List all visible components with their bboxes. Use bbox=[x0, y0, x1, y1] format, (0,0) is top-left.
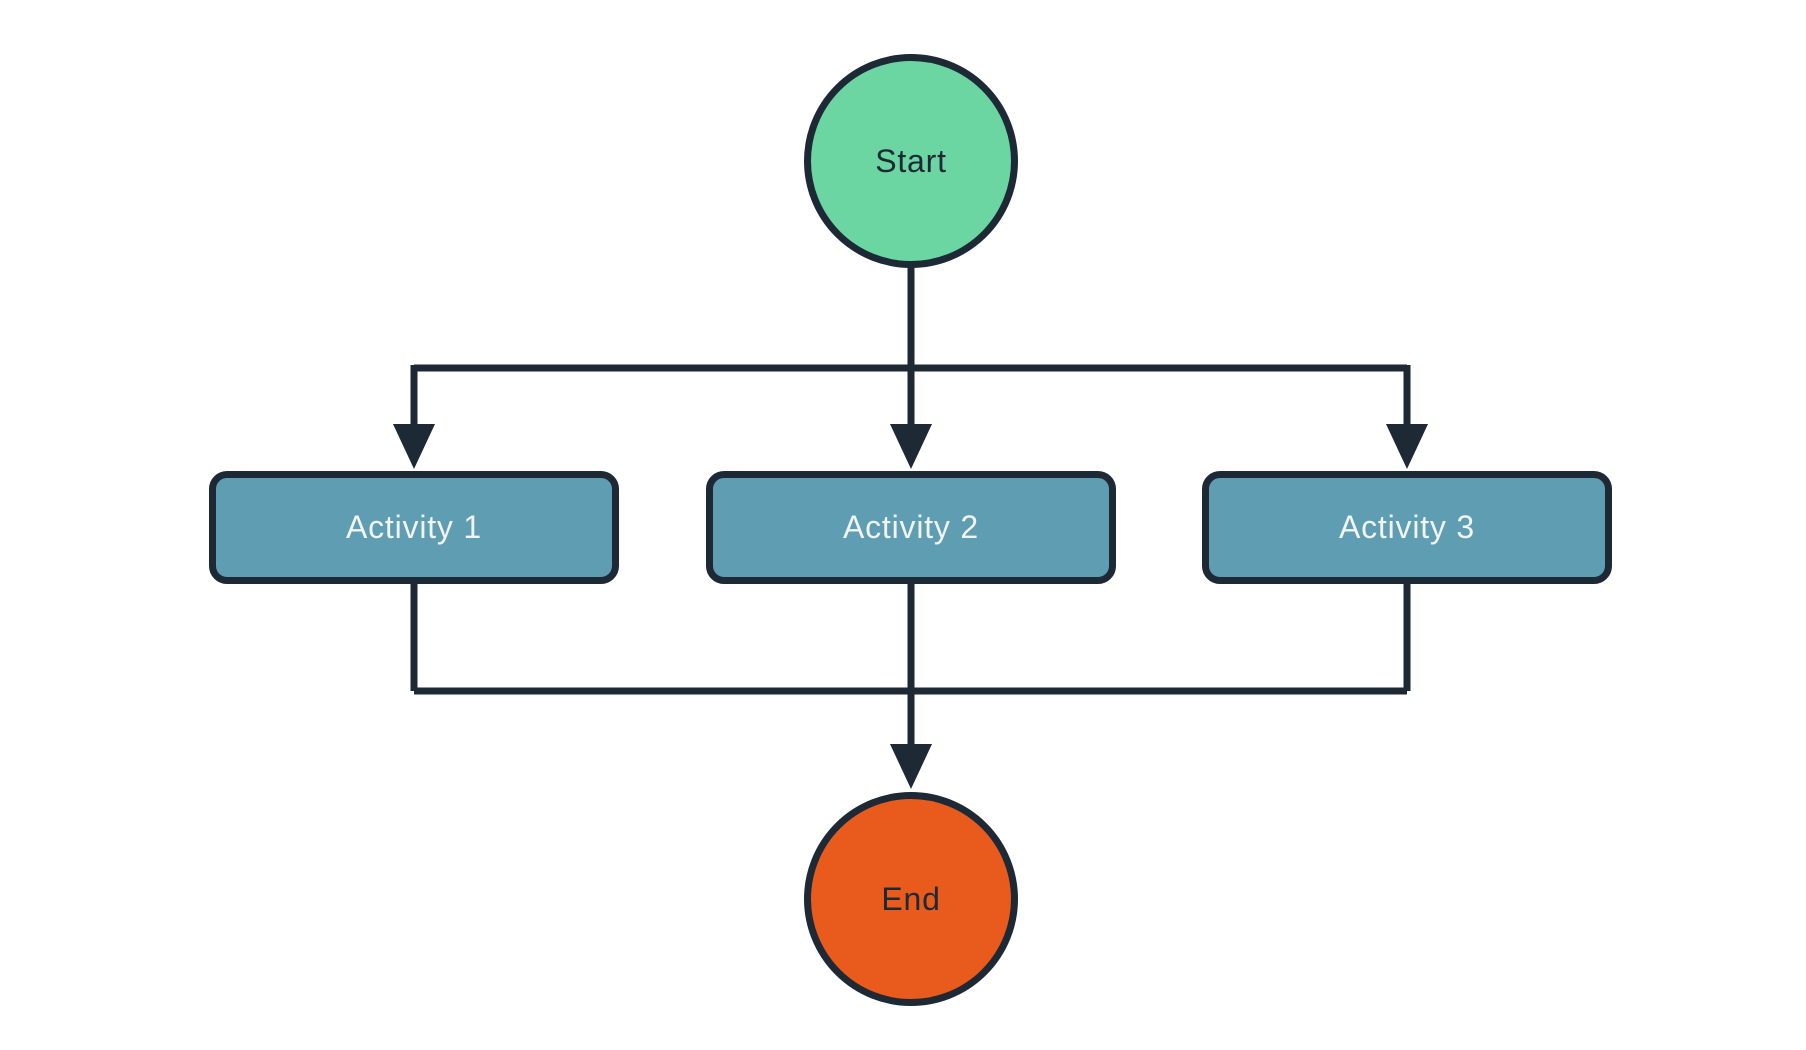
end-node-label: End bbox=[881, 880, 941, 917]
activity-2-node[interactable]: Activity 2 bbox=[706, 471, 1116, 584]
arrowhead-activity-2 bbox=[890, 424, 932, 469]
activity-3-node[interactable]: Activity 3 bbox=[1202, 471, 1612, 584]
end-node[interactable]: End bbox=[804, 792, 1018, 1006]
activity-1-node[interactable]: Activity 1 bbox=[209, 471, 619, 584]
activity-3-label: Activity 3 bbox=[1338, 509, 1476, 545]
arrowhead-activity-1 bbox=[393, 424, 435, 469]
activity-1-label: Activity 1 bbox=[345, 509, 483, 545]
arrowhead-end bbox=[890, 744, 932, 789]
start-node[interactable]: Start bbox=[804, 54, 1018, 268]
activity-2-label: Activity 2 bbox=[842, 509, 980, 545]
start-node-label: Start bbox=[875, 142, 947, 179]
arrowhead-activity-3 bbox=[1386, 424, 1428, 469]
